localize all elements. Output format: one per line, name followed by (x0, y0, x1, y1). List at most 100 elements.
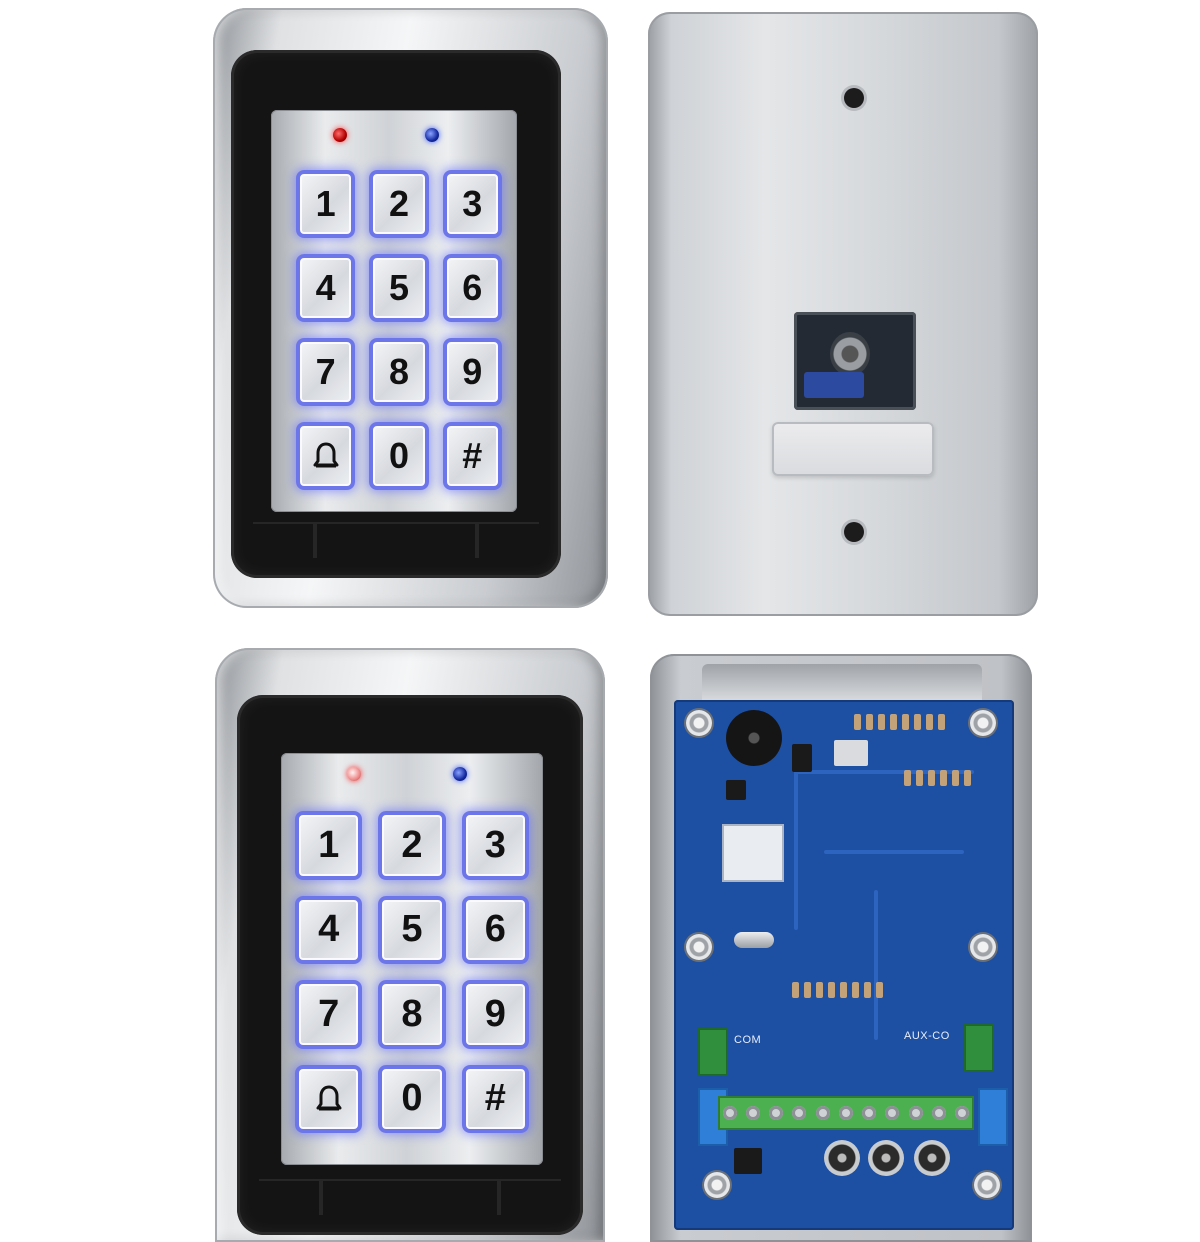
keypad-front-top: 1 2 3 4 5 6 7 8 9 0 # (213, 8, 608, 608)
screw (970, 710, 996, 736)
connector (834, 740, 868, 766)
component (964, 770, 971, 786)
capacitor (914, 1140, 950, 1176)
component (804, 982, 811, 998)
key-5[interactable]: 5 (369, 254, 429, 322)
component (878, 714, 885, 730)
terminal-screw (792, 1106, 807, 1120)
key-6[interactable]: 6 (442, 254, 502, 322)
pcb-trace (794, 770, 974, 774)
terminal-block-right (964, 1024, 994, 1072)
component (914, 714, 921, 730)
key-9[interactable]: 9 (461, 980, 529, 1049)
terminal-screw (955, 1106, 970, 1120)
key-8[interactable]: 8 (378, 980, 446, 1049)
screw (686, 934, 712, 960)
label-aux: AUX-CO (904, 1030, 950, 1042)
component (940, 770, 947, 786)
key-4[interactable]: 4 (295, 895, 363, 964)
screw (974, 1172, 1000, 1198)
component (904, 770, 911, 786)
key-0[interactable]: 0 (378, 1064, 446, 1133)
pcb-visible (804, 372, 864, 398)
component (876, 982, 883, 998)
bezel-seam (253, 522, 315, 558)
capacitor (868, 1140, 904, 1176)
status-led-blue (425, 128, 439, 142)
key-3[interactable]: 3 (461, 811, 529, 880)
capacitor (824, 1140, 860, 1176)
key-7[interactable]: 7 (296, 338, 356, 406)
buzzer (726, 710, 782, 766)
component (926, 714, 933, 730)
terminal-screw (932, 1106, 947, 1120)
ic-chip (792, 744, 812, 772)
bezel-seam (321, 1179, 499, 1215)
terminal-screw (838, 1106, 853, 1120)
bezel-seam (499, 1179, 561, 1215)
key-0[interactable]: 0 (369, 422, 429, 490)
key-1[interactable]: 1 (296, 170, 356, 238)
component (792, 982, 799, 998)
keypad-bezel: 1 2 3 4 5 6 7 8 9 0 # (231, 50, 561, 578)
bezel-seam (315, 522, 477, 558)
component (890, 714, 897, 730)
component (852, 982, 859, 998)
key-hash[interactable]: # (442, 422, 502, 490)
relay-right (978, 1088, 1008, 1146)
terminal-screw (722, 1106, 737, 1120)
mounting-hole-top (844, 88, 864, 108)
pcb-trace (794, 770, 798, 930)
key-7[interactable]: 7 (295, 980, 363, 1049)
pcb-trace (874, 890, 878, 1040)
terminal-screw (885, 1106, 900, 1120)
key-bell[interactable] (296, 422, 356, 490)
key-6[interactable]: 6 (461, 895, 529, 964)
terminal-screw (815, 1106, 830, 1120)
keypad-front-bottom: 1 2 3 4 5 6 7 8 9 0 # (215, 648, 605, 1242)
power-connector (734, 1148, 762, 1174)
terminal-block-left (698, 1028, 728, 1076)
key-2[interactable]: 2 (378, 811, 446, 880)
key-3[interactable]: 3 (442, 170, 502, 238)
main-terminal-strip (718, 1096, 974, 1130)
keypad-plate: 1 2 3 4 5 6 7 8 9 0 # (271, 110, 517, 512)
terminal-screw (745, 1106, 760, 1120)
pcb-trace (824, 850, 964, 854)
component (854, 714, 861, 730)
key-9[interactable]: 9 (442, 338, 502, 406)
component (866, 714, 873, 730)
terminal-screw (769, 1106, 784, 1120)
key-8[interactable]: 8 (369, 338, 429, 406)
bell-icon (316, 1085, 342, 1111)
keypad-bezel: 1 2 3 4 5 6 7 8 9 0 # (237, 695, 583, 1235)
component (916, 770, 923, 786)
component (902, 714, 909, 730)
cable-slot (772, 422, 934, 476)
key-4[interactable]: 4 (296, 254, 356, 322)
ic-chip (726, 780, 746, 800)
keypad-plate: 1 2 3 4 5 6 7 8 9 0 # (281, 753, 543, 1165)
screw (686, 710, 712, 736)
terminal-screw (908, 1106, 923, 1120)
circuit-board: COM AUX-CO (674, 700, 1014, 1230)
key-hash[interactable]: # (461, 1064, 529, 1133)
status-led-red (333, 128, 347, 142)
bell-icon (313, 442, 339, 468)
status-led-red (347, 767, 361, 781)
component (816, 982, 823, 998)
screw (970, 934, 996, 960)
component (952, 770, 959, 786)
key-2[interactable]: 2 (369, 170, 429, 238)
mounting-hole-bottom (844, 522, 864, 542)
component (828, 982, 835, 998)
key-bell[interactable] (295, 1064, 363, 1133)
device-opened: COM AUX-CO (650, 654, 1032, 1242)
key-5[interactable]: 5 (378, 895, 446, 964)
key-1[interactable]: 1 (295, 811, 363, 880)
component (928, 770, 935, 786)
bezel-seam (259, 1179, 321, 1215)
component (864, 982, 871, 998)
terminal-screw (862, 1106, 877, 1120)
device-back-plate (648, 12, 1038, 616)
